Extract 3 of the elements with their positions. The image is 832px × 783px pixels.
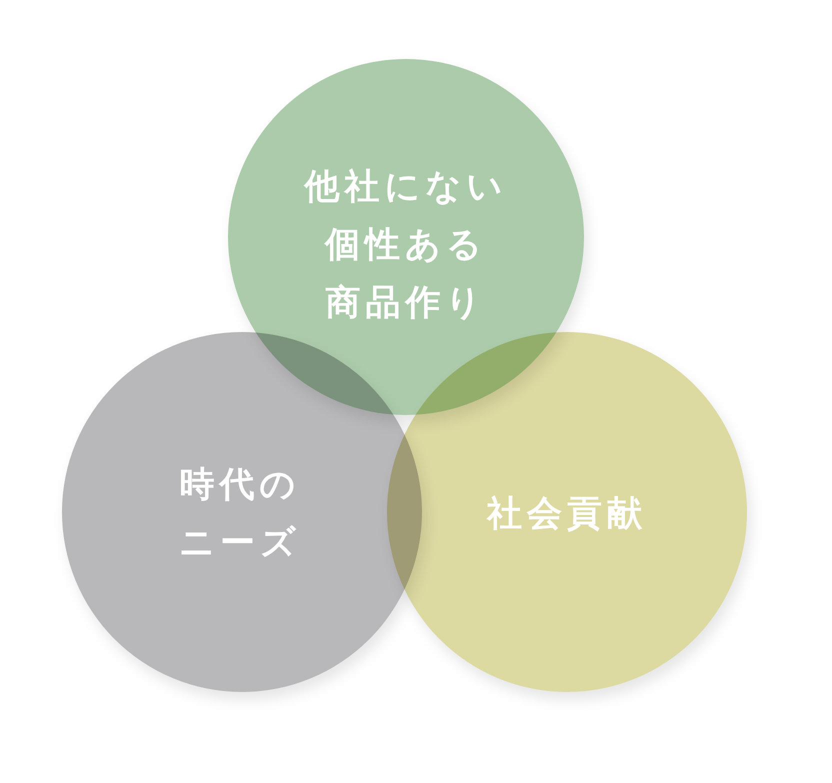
circle-label: 他社にない個性ある商品作り xyxy=(304,166,508,325)
circle-label: 社会貢献 xyxy=(487,493,647,536)
circle-label: 時代のニーズ xyxy=(179,464,301,565)
